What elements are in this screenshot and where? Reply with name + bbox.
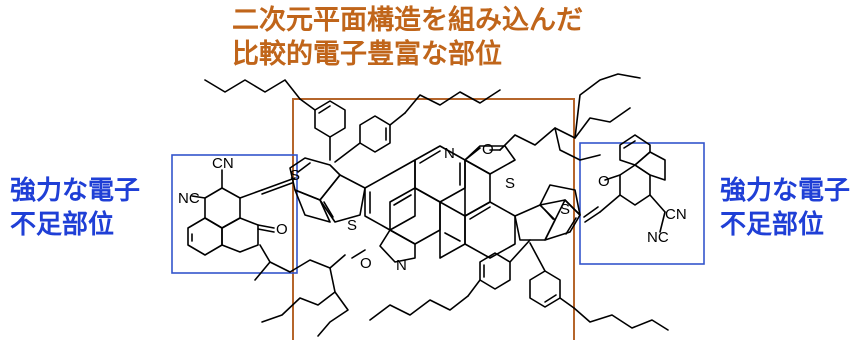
right-label-line-1: 強力な電子 — [720, 176, 851, 206]
atom-nc-left: NC — [178, 190, 200, 207]
atom-n-bottom: N — [396, 257, 407, 274]
phenyl-lower-right — [529, 242, 575, 309]
left-label-line-1: 強力な電子 — [10, 176, 141, 206]
right-fused-thiophenes — [514, 184, 581, 241]
title-line-1: 二次元平面構造を組み込んだ — [232, 5, 583, 36]
left-fused-thiophenes — [289, 157, 366, 223]
alkyl-chains — [204, 73, 669, 337]
atom-o-bottom: O — [360, 255, 372, 272]
phenyl-lower-left-of-right — [467, 239, 531, 297]
atom-cn-right: CN — [665, 206, 687, 223]
central-fused-core — [364, 145, 516, 263]
center-region-box — [292, 98, 575, 340]
atom-s-right-inner: S — [505, 175, 515, 192]
atom-s-left-inner: S — [347, 217, 357, 234]
left-acceptor-structure — [187, 169, 296, 256]
phenyl-upper-left — [299, 98, 346, 161]
atom-s-left-outer: S — [290, 167, 300, 184]
atom-cn-left: CN — [212, 155, 234, 172]
atom-n-top: N — [444, 145, 455, 162]
atom-s-right-outer: S — [560, 201, 570, 218]
atom-nc-right: NC — [647, 229, 669, 246]
atom-o-right: O — [598, 173, 610, 190]
atom-o-left: O — [276, 221, 288, 238]
right-acceptor-structure — [583, 134, 666, 233]
right-label-line-2: 不足部位 — [720, 210, 825, 240]
left-acceptor-box — [171, 154, 298, 274]
phenyl-upper-right-of-left — [334, 112, 406, 163]
left-label-line-2: 不足部位 — [10, 210, 115, 240]
atom-o-top: O — [482, 141, 494, 158]
title-line-2: 比較的電子豊富な部位 — [232, 39, 502, 70]
right-acceptor-box — [579, 142, 705, 265]
